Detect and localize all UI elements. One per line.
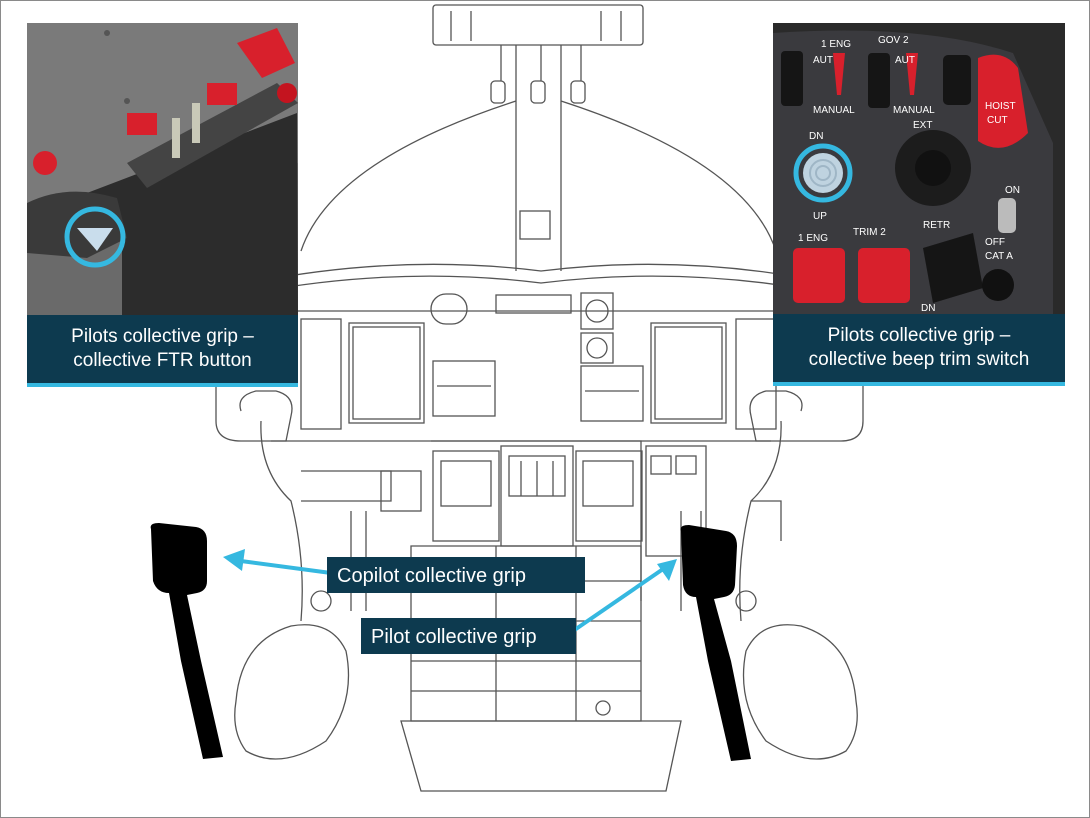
highlight-circle [793, 143, 853, 203]
beep-trim-photo: 1 ENG GOV 2 AUT AUT MANUAL MANUAL EXT HO… [773, 23, 1065, 315]
beep-label-hoist: HOIST [985, 101, 1016, 112]
beep-label-cata: CAT A [985, 251, 1013, 262]
pilot-collective-grip [680, 525, 751, 761]
beep-caption-line2: collective beep trim switch [808, 349, 1030, 370]
beep-label-retr: RETR [923, 220, 950, 231]
copilot-collective-grip [150, 523, 223, 759]
beep-label-on: ON [1005, 185, 1020, 196]
beep-label-manual2: MANUAL [893, 105, 935, 116]
beep-label-gov2: GOV 2 [878, 35, 909, 46]
ftr-photo-drawing [27, 23, 298, 315]
pilot-grip-label: Pilot collective grip [361, 618, 576, 654]
beep-label-aut1: AUT [813, 55, 833, 66]
beep-photo-drawing: 1 ENG GOV 2 AUT AUT MANUAL MANUAL EXT HO… [773, 23, 1065, 315]
ftr-button [77, 228, 113, 251]
ftr-caption-line2: collective FTR button [73, 350, 252, 371]
cockpit-structure [212, 4, 868, 792]
ftr-button-photo [27, 23, 298, 315]
beep-trim-switch [803, 153, 843, 193]
beep-label-dn: DN [809, 131, 823, 142]
beep-label-aut2: AUT [895, 55, 915, 66]
beep-caption: Pilots collective grip – collective beep… [773, 314, 1065, 386]
ftr-caption-line1: Pilots collective grip – [71, 326, 254, 347]
ftr-caption: Pilots collective grip – collective FTR … [27, 315, 298, 387]
copilot-grip-label: Copilot collective grip [327, 557, 585, 593]
beep-label-up: UP [813, 211, 827, 222]
beep-label-trim2: TRIM 2 [853, 227, 886, 238]
beep-label-1eng-trim: 1 ENG [798, 233, 828, 244]
highlight-circle [64, 206, 126, 268]
callout-arrows [223, 549, 677, 633]
beep-label-manual1: MANUAL [813, 105, 855, 116]
beep-label-cut: CUT [987, 115, 1008, 126]
beep-label-off: OFF [985, 237, 1005, 248]
beep-label-ext: EXT [913, 120, 932, 131]
beep-label-dn2: DN [921, 303, 935, 314]
beep-caption-line1: Pilots collective grip – [827, 325, 1011, 346]
beep-label-1eng: 1 ENG [821, 39, 851, 50]
